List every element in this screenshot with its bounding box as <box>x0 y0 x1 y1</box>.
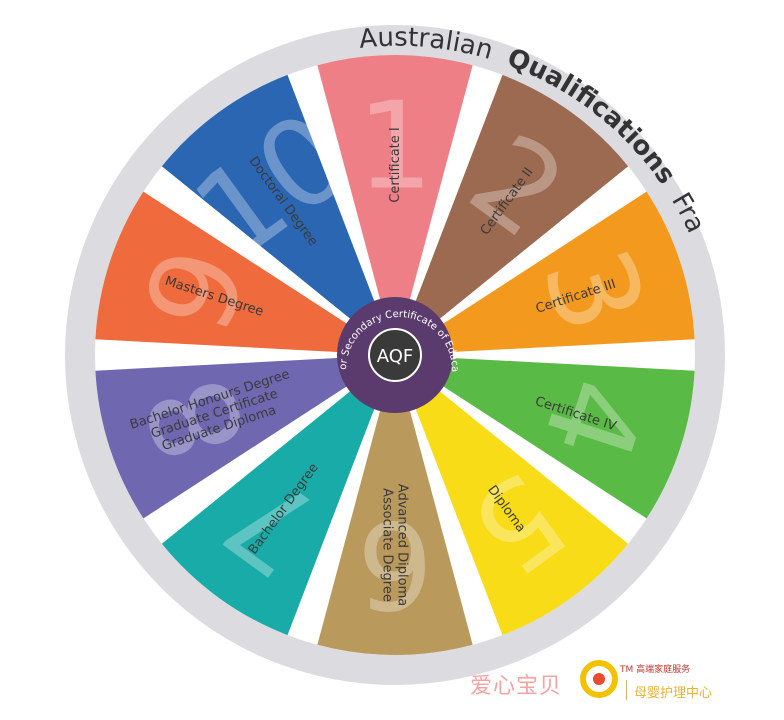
segment-level-7 <box>161 355 395 636</box>
segment-label-1: Certificate I <box>388 127 403 203</box>
watermark-tm: TM 高端家庭服务 <box>620 665 691 675</box>
segment-level-5 <box>395 355 629 636</box>
watermark: 爱心宝贝 TM 高端家庭服务 母婴护理中心 <box>462 660 762 706</box>
segment-level-9 <box>95 191 396 355</box>
watermark-brand: 爱心宝贝 <box>470 674 563 699</box>
segment-label-line: Associate Degree <box>380 488 395 602</box>
segments-layer <box>95 54 695 655</box>
watermark-logo-icon <box>580 660 618 698</box>
segment-level-6 <box>317 355 473 655</box>
level-number-1: 1 <box>357 78 433 217</box>
watermark-divider <box>626 680 627 700</box>
segment-level-2 <box>395 74 629 355</box>
segment-level-4 <box>395 355 695 519</box>
hub-label: AQF <box>377 346 414 367</box>
segment-level-3 <box>395 191 695 355</box>
segment-level-1 <box>317 54 473 355</box>
segment-label-line: Certificate I <box>388 127 403 203</box>
level-number-6: 6 <box>357 493 433 632</box>
hub-center <box>368 328 422 382</box>
segment-level-10 <box>161 74 395 355</box>
watermark-subtitle: 母婴护理中心 <box>634 686 713 701</box>
segment-level-8 <box>95 355 396 519</box>
segment-label-line: Advanced Diploma <box>395 484 410 606</box>
